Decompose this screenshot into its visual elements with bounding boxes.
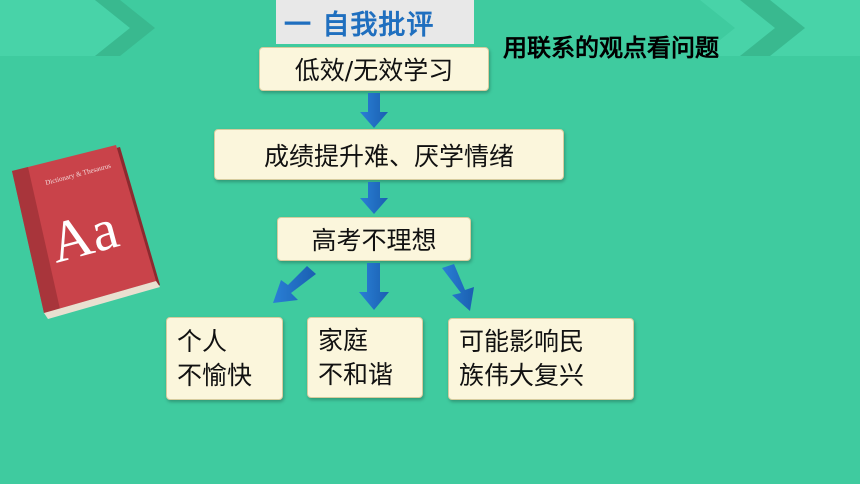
flow-node-grades-difficulty: 成绩提升难、厌学情绪 <box>214 129 564 180</box>
arrow-down-2 <box>360 182 388 214</box>
arrow-down-3 <box>359 263 389 310</box>
header-chevron-decoration <box>0 0 860 56</box>
flow-node-low-efficiency-text: 低效/无效学习 <box>294 56 454 85</box>
flow-node-family-line2: 不和谐 <box>318 359 394 389</box>
flow-node-exam-unsatisfying: 高考不理想 <box>277 217 471 261</box>
flow-node-nation-line2: 族伟大复兴 <box>459 361 585 390</box>
arrow-diag-right <box>442 264 474 311</box>
flow-node-nation-line1: 可能影响民 <box>459 327 585 356</box>
flow-node-family-line1: 家庭 <box>318 325 369 355</box>
flow-node-personal-line2: 不愉快 <box>177 360 253 390</box>
arrow-down-1 <box>360 93 388 128</box>
flow-node-personal: 个人 不愉快 <box>166 317 283 400</box>
section-title-text: 一 自我批评 <box>284 9 435 41</box>
flow-node-nation: 可能影响民 族伟大复兴 <box>448 318 634 400</box>
arrow-diag-left <box>273 266 316 303</box>
flow-node-family: 家庭 不和谐 <box>307 317 423 398</box>
subtitle: 用联系的观点看问题 <box>503 34 719 62</box>
flow-node-low-efficiency: 低效/无效学习 <box>259 47 489 91</box>
flow-node-personal-line1: 个人 <box>177 326 228 356</box>
section-title: 一 自我批评 <box>276 0 474 44</box>
flow-node-grades-difficulty-text: 成绩提升难、厌学情绪 <box>263 141 514 171</box>
flow-node-exam-unsatisfying-text: 高考不理想 <box>311 226 437 255</box>
dictionary-book-icon: Dictionary & Thesaurus Aa <box>12 145 160 319</box>
